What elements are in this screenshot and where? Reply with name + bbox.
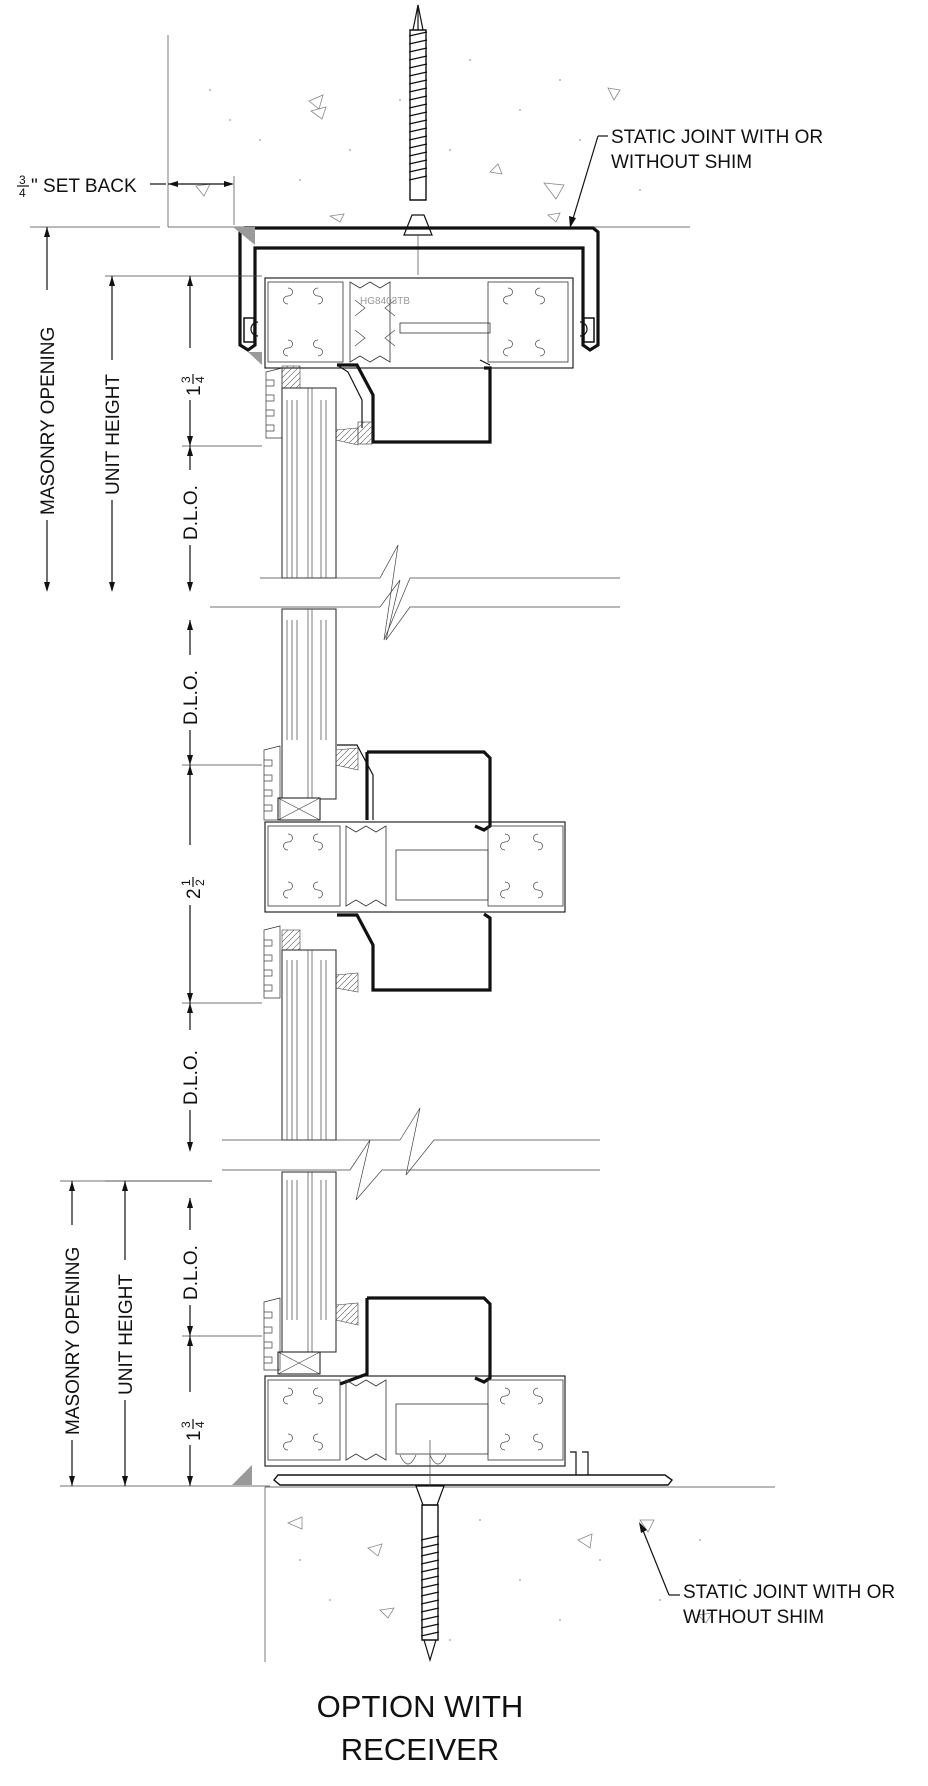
part-number-label: HG8403TB bbox=[360, 296, 410, 307]
head-dim-num: 3 bbox=[179, 376, 193, 383]
upper-glass bbox=[265, 365, 337, 579]
static-joint-bottom-callout: STATIC JOINT WITH OR WITHOUT SHIM bbox=[639, 1522, 895, 1628]
dlo-dim-4: D.L.O. bbox=[181, 1198, 262, 1337]
head-dim-whole: 1 bbox=[184, 385, 205, 396]
set-back-label: " SET BACK bbox=[31, 176, 137, 197]
sill-dim-num: 3 bbox=[179, 1421, 193, 1428]
dlo-dim-1: D.L.O. bbox=[181, 446, 202, 592]
break-line-2 bbox=[222, 1107, 600, 1201]
head-glazing-bead bbox=[335, 359, 492, 446]
masonry-opening-top-label: MASONRY OPENING bbox=[38, 327, 59, 515]
head-receiver bbox=[233, 226, 600, 365]
unit-height-bottom-label: UNIT HEIGHT bbox=[116, 1274, 137, 1395]
masonry-opening-bottom-label: MASONRY OPENING bbox=[63, 1247, 84, 1435]
dlo-dim-2: D.L.O. bbox=[181, 620, 262, 766]
head-dimension: 1 3 4 bbox=[179, 276, 262, 447]
mullion-dim-num: 1 bbox=[179, 879, 193, 886]
sill-dim-den: 4 bbox=[193, 1421, 207, 1428]
sill-receiver bbox=[232, 1451, 674, 1486]
head-dim-den: 4 bbox=[193, 376, 207, 383]
static-joint-top-callout: STATIC JOINT WITH OR WITHOUT SHIM bbox=[569, 127, 823, 228]
mullion-glass-upper bbox=[277, 608, 337, 821]
unit-height-top-label: UNIT HEIGHT bbox=[103, 374, 124, 495]
dlo-1-label: D.L.O. bbox=[181, 485, 202, 540]
static-joint-top-line2: WITHOUT SHIM bbox=[611, 152, 752, 173]
mullion-glass-lower bbox=[281, 949, 337, 1141]
drawing-title: OPTION WITH RECEIVER bbox=[317, 1689, 524, 1767]
static-joint-top-line1: STATIC JOINT WITH OR bbox=[611, 127, 823, 148]
static-joint-bottom-line2: WITHOUT SHIM bbox=[683, 1607, 824, 1628]
sill-dimension: 1 3 4 bbox=[179, 1336, 207, 1486]
top-masonry-opening-dim: MASONRY OPENING bbox=[30, 226, 160, 592]
head-anchor-screw bbox=[403, 4, 433, 275]
sill-dim-whole: 1 bbox=[184, 1430, 205, 1441]
static-joint-bottom-line1: STATIC JOINT WITH OR bbox=[683, 1582, 895, 1603]
sill-anchor-screw bbox=[415, 1440, 445, 1663]
mullion-dimension: 2 1 2 bbox=[179, 765, 262, 1004]
dlo-4-label: D.L.O. bbox=[181, 1245, 202, 1300]
sill-frame bbox=[263, 1296, 566, 1467]
set-back-fraction-den: 4 bbox=[19, 186, 26, 200]
mullion-dim-den: 2 bbox=[193, 879, 207, 886]
sill-glass bbox=[277, 1171, 337, 1375]
mullion-frame bbox=[263, 744, 566, 999]
mullion-dim-whole: 2 bbox=[184, 888, 205, 899]
bottom-unit-height-dim: UNIT HEIGHT bbox=[105, 1180, 212, 1486]
dlo-2-label: D.L.O. bbox=[181, 670, 202, 725]
title-line-2: RECEIVER bbox=[341, 1732, 499, 1767]
title-line-1: OPTION WITH bbox=[317, 1689, 524, 1724]
dlo-dim-3: D.L.O. bbox=[181, 1003, 202, 1152]
bottom-masonry-opening-dim: MASONRY OPENING bbox=[60, 1180, 270, 1487]
top-unit-height-dim: UNIT HEIGHT bbox=[103, 275, 262, 592]
set-back-fraction-num: 3 bbox=[19, 173, 26, 187]
set-back-callout: 3 4 " SET BACK bbox=[17, 173, 235, 225]
head-frame: HG8403TB bbox=[264, 277, 574, 369]
sill-concrete bbox=[264, 1486, 775, 1662]
break-line-1 bbox=[210, 544, 620, 641]
dlo-3-label: D.L.O. bbox=[181, 1050, 202, 1105]
